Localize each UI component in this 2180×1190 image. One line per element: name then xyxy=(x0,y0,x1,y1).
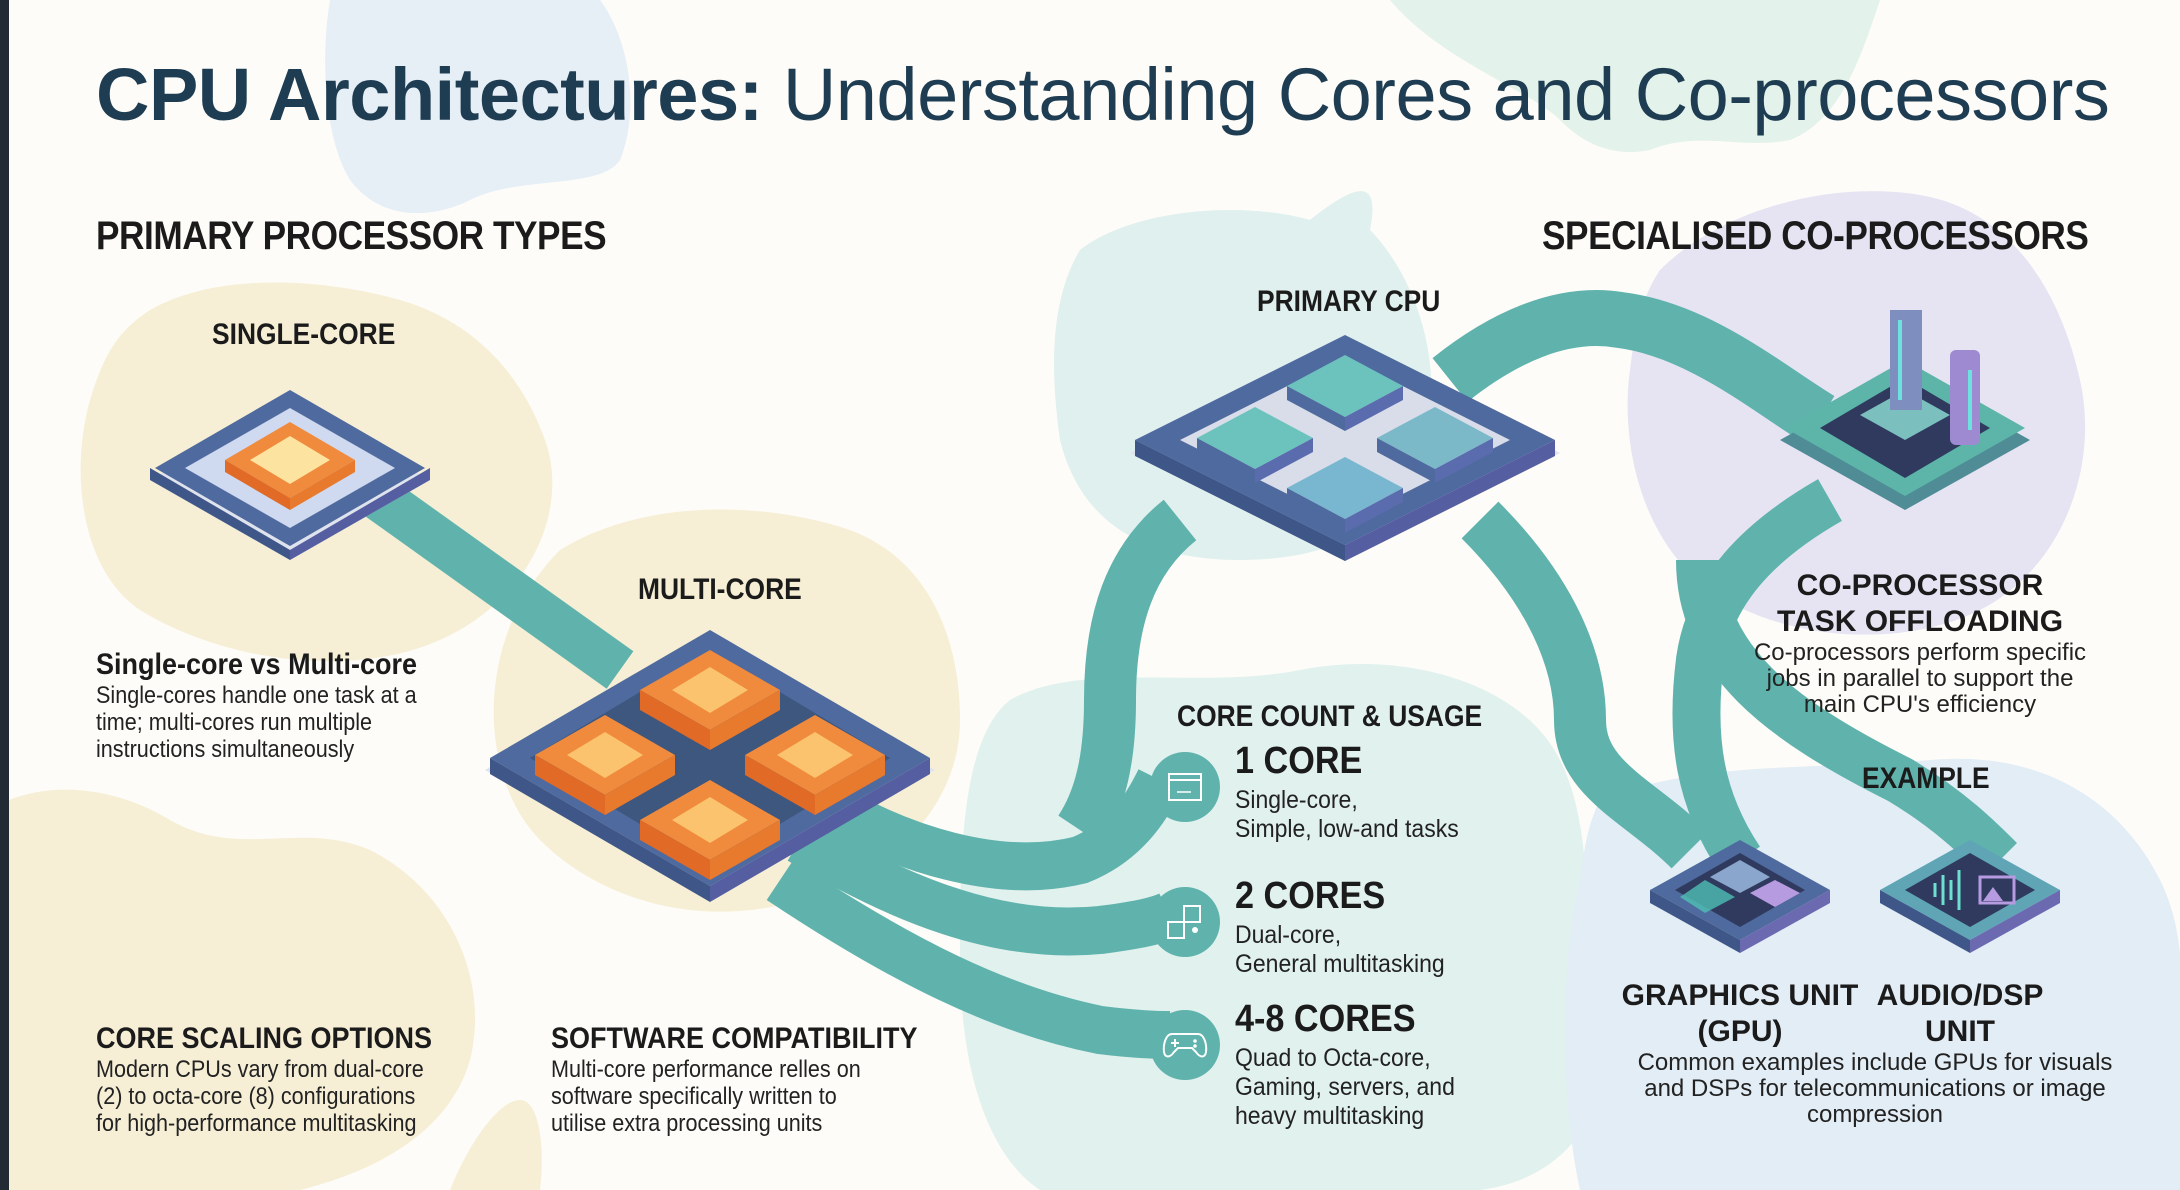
blob-bottom-left xyxy=(9,789,476,1190)
core-item-desc: Dual-core, General multitasking xyxy=(1235,921,1445,978)
left-border xyxy=(0,0,9,1190)
coprocessor-offloading-body: Co-processors perform specific jobs in p… xyxy=(1753,639,2087,718)
software-compat-title: SOFTWARE COMPATIBILITY xyxy=(551,1022,918,1055)
examples-body-block: Common examples include GPUs for visuals… xyxy=(1630,1050,2120,1128)
title-bold: CPU Architectures: xyxy=(96,53,763,136)
teal-cores xyxy=(1197,355,1493,533)
core-item-1: 1 CORE Single-core, Simple, low-and task… xyxy=(1150,740,1570,882)
dsp-label-block: AUDIO/DSP UNIT xyxy=(1860,978,2060,1050)
dsp-label: AUDIO/DSP UNIT xyxy=(1876,979,2044,1048)
core-item-title: 4-8 CORES xyxy=(1235,998,1416,1040)
core-item-2: 2 CORES Dual-core, General multitasking xyxy=(1150,875,1570,1017)
single-vs-multi-block: Single-core vs Multi-core Single-cores h… xyxy=(96,648,576,763)
coprocessor-offloading-block: CO-PROCESSOR TASK OFFLOADING Co-processo… xyxy=(1705,568,2135,718)
core-item-desc: Quad to Octa-core, Gaming, servers, and … xyxy=(1235,1044,1455,1130)
blob-title-mint xyxy=(1390,0,1880,153)
core-scaling-title: CORE SCALING OPTIONS xyxy=(96,1022,433,1055)
multi-core-chip-icon xyxy=(485,630,935,902)
coprocessor-offloading-title: CO-PROCESSOR TASK OFFLOADING xyxy=(1776,569,2064,638)
ribbons xyxy=(326,290,2017,1059)
ribbon-multi-to-1core xyxy=(807,769,1182,891)
page-title: CPU Architectures: Understanding Cores a… xyxy=(96,52,2110,137)
title-light: Understanding Cores and Co-processors xyxy=(782,53,2110,136)
core-scaling-block: CORE SCALING OPTIONS Modern CPUs vary fr… xyxy=(96,1022,576,1137)
ribbon-multi-to-2cores xyxy=(787,819,1181,956)
core-scaling-body: Modern CPUs vary from dual-core (2) to o… xyxy=(96,1056,424,1137)
ribbon-cpu-left xyxy=(1057,499,1197,845)
single-vs-multi-title: Single-core vs Multi-core xyxy=(96,648,418,681)
blob-bottom-small xyxy=(450,1100,542,1190)
orange-cores xyxy=(535,650,885,880)
dsp-chip-icon xyxy=(1880,840,2060,953)
dual-squares-icon xyxy=(1150,887,1220,957)
blob-title-blue xyxy=(325,0,631,214)
software-compat-block: SOFTWARE COMPATIBILITY Multi-core perfor… xyxy=(551,1022,1031,1137)
ribbon-coproc-to-gpu xyxy=(1672,479,1843,874)
primary-cpu-chip-icon xyxy=(1130,335,1560,561)
gpu-label-block: GRAPHICS UNIT (GPU) xyxy=(1620,978,1860,1050)
label-example: EXAMPLE xyxy=(1862,762,1990,795)
single-vs-multi-body: Single-cores handle one task at a time; … xyxy=(96,682,417,763)
gpu-label: GRAPHICS UNIT (GPU) xyxy=(1621,979,1859,1048)
label-primary-cpu: PRIMARY CPU xyxy=(1257,285,1441,318)
label-single-core: SINGLE-CORE xyxy=(212,318,396,351)
ribbon-cpu-to-coproc xyxy=(1432,290,1835,445)
heading-specialised-coprocessors: SPECIALISED CO-PROCESSORS xyxy=(1542,214,2089,258)
core-item-title: 2 CORES xyxy=(1235,875,1386,917)
examples-body: Common examples include GPUs for visuals… xyxy=(1637,1049,2113,1128)
ribbon-multi-to-4-8cores xyxy=(766,860,1171,1059)
heading-core-count: CORE COUNT & USAGE xyxy=(1177,700,1483,733)
core-item-3: 4-8 CORES Quad to Octa-core, Gaming, ser… xyxy=(1150,998,1570,1140)
ribbon-cpu-right xyxy=(1461,501,1709,869)
heading-primary-processor-types: PRIMARY PROCESSOR TYPES xyxy=(96,214,607,258)
core-item-desc: Single-core, Simple, low-and tasks xyxy=(1235,786,1459,843)
core-item-title: 1 CORE xyxy=(1235,740,1363,782)
app-window-icon xyxy=(1150,752,1220,822)
software-compat-body: Multi-core performance relles on softwar… xyxy=(551,1056,861,1137)
label-multi-core: MULTI-CORE xyxy=(638,573,802,606)
single-core-chip-icon xyxy=(150,390,430,560)
gamepad-icon xyxy=(1150,1010,1220,1080)
coprocessor-chip-icon xyxy=(1780,310,2030,510)
ribbon-coproc-to-dsp xyxy=(1676,559,2017,877)
gpu-chip-icon xyxy=(1650,840,1830,953)
